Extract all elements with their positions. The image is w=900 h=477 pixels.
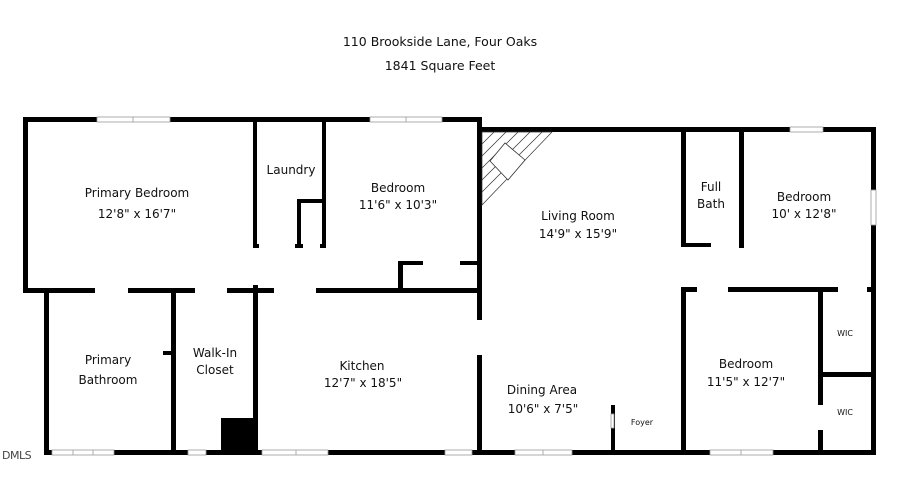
floor-plan-header: 110 Brookside Lane, Four Oaks 1841 Squar…	[0, 30, 880, 78]
room-bedroom-3-dims: 11'5" x 12'7"	[707, 375, 785, 389]
room-primary-bedroom-name: Primary Bedroom	[85, 186, 189, 200]
room-living-room-name: Living Room	[541, 209, 615, 223]
room-labels: Primary Bedroom 12'8" x 16'7" Laundry Be…	[79, 163, 854, 427]
room-dining-area-name: Dining Area	[507, 383, 577, 397]
room-full-bath-name-1: Full	[701, 180, 722, 194]
room-living-room-dims: 14'9" x 15'9"	[539, 227, 617, 241]
room-bedroom-2-dims: 10' x 12'8"	[771, 207, 836, 221]
room-bedroom-3-name: Bedroom	[719, 357, 773, 371]
room-dining-area-dims: 10'6" x 7'5"	[508, 402, 579, 416]
room-kitchen-name: Kitchen	[339, 359, 384, 373]
fireplace	[481, 131, 553, 206]
property-address: 110 Brookside Lane, Four Oaks	[342, 34, 538, 49]
room-walk-in-closet-name-2: Closet	[196, 363, 234, 377]
room-wic-1-name: WIC	[837, 329, 853, 338]
room-kitchen-dims: 12'7" x 18'5"	[324, 376, 402, 390]
room-walk-in-closet-name-1: Walk-In	[193, 346, 237, 360]
room-wic-2-name: WIC	[837, 408, 853, 417]
room-bedroom-1-dims: 11'6" x 10'3"	[359, 198, 437, 212]
room-primary-bathroom-name-1: Primary	[85, 353, 131, 367]
square-footage: 1841 Square Feet	[384, 58, 496, 73]
room-primary-bathroom-name-2: Bathroom	[79, 373, 138, 387]
room-bedroom-2-name: Bedroom	[777, 190, 831, 204]
room-foyer-name: Foyer	[631, 418, 654, 427]
room-laundry-name: Laundry	[267, 163, 316, 177]
windows	[51, 116, 877, 456]
room-full-bath-name-2: Bath	[697, 197, 725, 211]
mls-watermark: DMLS	[2, 449, 32, 462]
walls	[23, 117, 876, 455]
room-bedroom-1-name: Bedroom	[371, 181, 425, 195]
room-primary-bedroom-dims: 12'8" x 16'7"	[98, 207, 176, 221]
